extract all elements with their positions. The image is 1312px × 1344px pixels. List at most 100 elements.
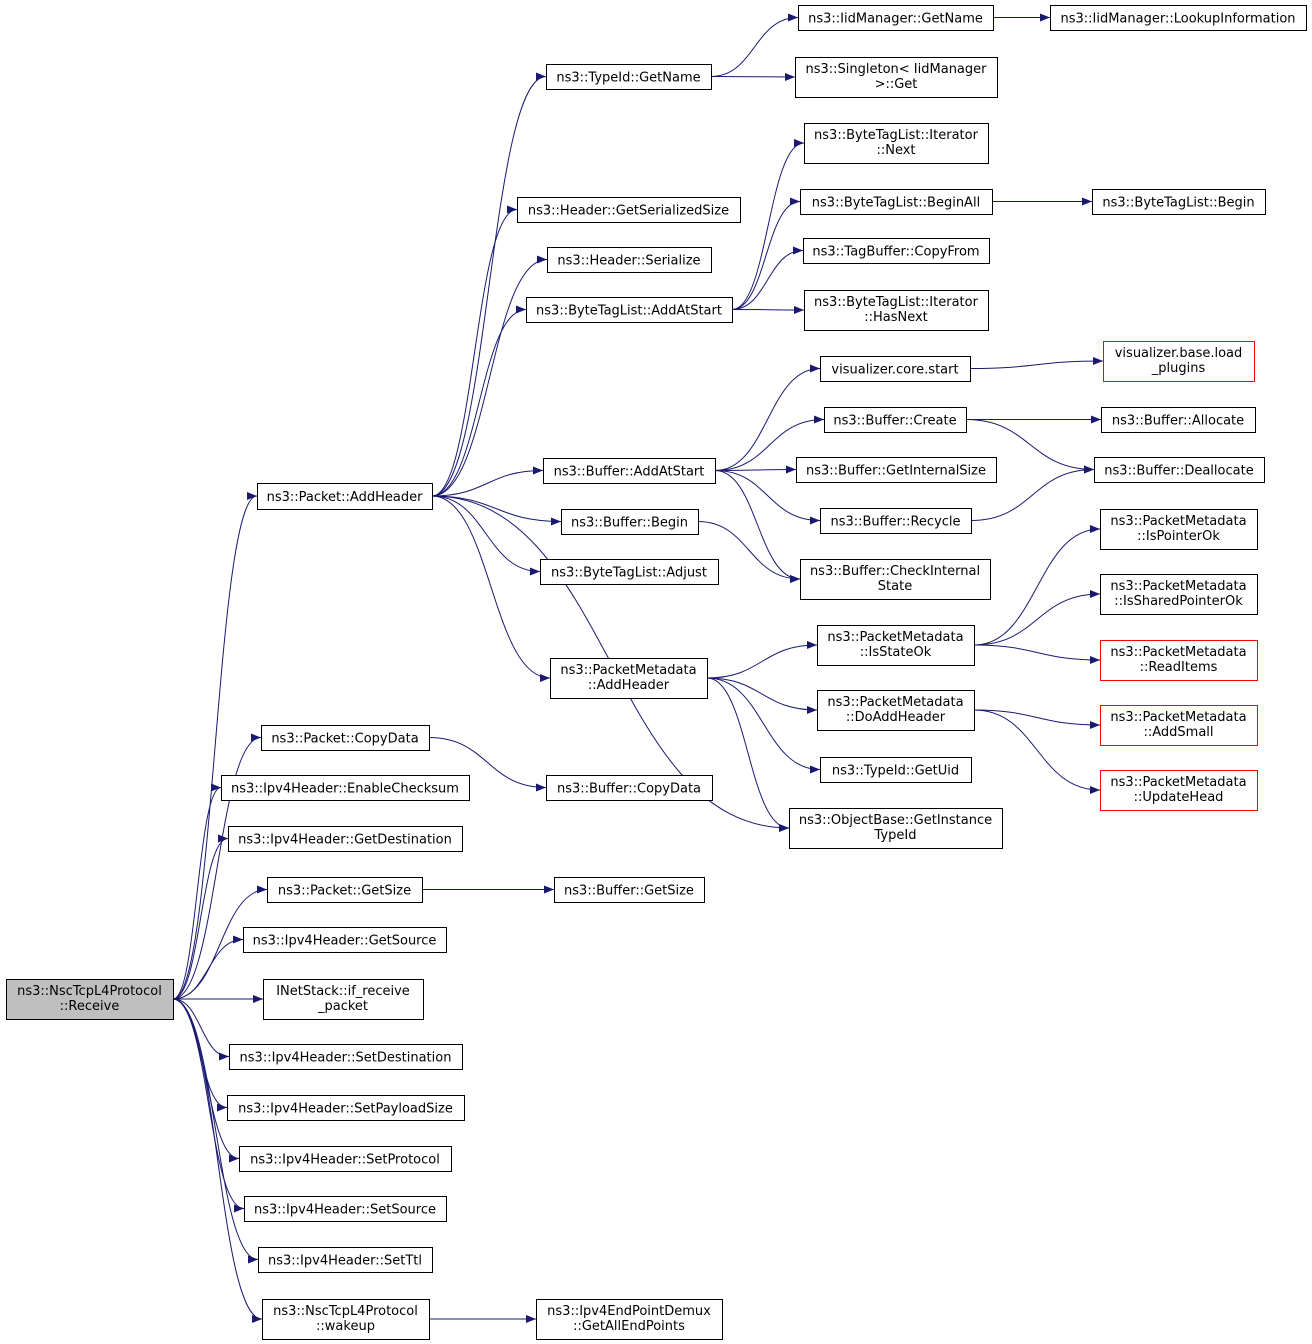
node-buffer-getsize[interactable]: ns3::Buffer::GetSize — [554, 877, 705, 903]
edge-addheader-to-getserializedsize — [431, 205, 518, 497]
node-serialize[interactable]: ns3::Header::Serialize — [547, 247, 712, 273]
node-setsource[interactable]: ns3::Ipv4Header::SetSource — [244, 1196, 447, 1222]
edge-buffer-recycle-to-deallocate — [970, 465, 1095, 521]
node-updatehead[interactable]: ns3::PacketMetadata::UpdateHead — [1100, 770, 1258, 811]
node-isstateok[interactable]: ns3::PacketMetadata::IsStateOk — [817, 625, 975, 666]
node-packetgetsize[interactable]: ns3::Packet::GetSize — [267, 877, 423, 903]
node-label: ::Next — [876, 143, 915, 158]
node-label: ns3::PacketMetadata — [827, 630, 963, 645]
node-getsource[interactable]: ns3::Ipv4Header::GetSource — [243, 927, 447, 953]
function-nodes: ns3::NscTcpL4Protocol::Receive ns3::Packe… — [6, 5, 1307, 1340]
node-label: ::AddHeader — [588, 678, 670, 693]
node-label: ::HasNext — [864, 310, 928, 325]
node-label: ::AddSmall — [1143, 725, 1213, 740]
node-label: ns3::Ipv4EndPointDemux — [547, 1304, 711, 1319]
node-label: ns3::PacketMetadata — [1110, 645, 1246, 660]
node-ifreceive[interactable]: INetStack::if_receive_packet — [263, 979, 424, 1020]
node-label: ns3::Packet::GetSize — [278, 884, 411, 899]
node-label: ns3::Header::Serialize — [557, 254, 700, 269]
node-label: ns3::Buffer::Recycle — [830, 515, 960, 530]
node-label: visualizer.base.load — [1115, 346, 1243, 361]
node-beginall[interactable]: ns3::ByteTagList::BeginAll — [800, 189, 993, 215]
edge-addatstart-tag-to-iter-next — [731, 139, 805, 310]
node-label: ns3::ByteTagList::Iterator — [814, 295, 979, 310]
edge-viz-start-to-loadplugins — [969, 357, 1104, 369]
node-iid-getname[interactable]: ns3::IidManager::GetName — [798, 5, 994, 31]
edge-receive-to-copydata — [172, 733, 262, 1000]
node-doaddheader[interactable]: ns3::PacketMetadata::DoAddHeader — [817, 690, 975, 731]
node-buffer-recycle[interactable]: ns3::Buffer::Recycle — [820, 508, 972, 534]
node-setdestination[interactable]: ns3::Ipv4Header::SetDestination — [229, 1044, 463, 1070]
node-iter-next[interactable]: ns3::ByteTagList::Iterator::Next — [804, 123, 989, 164]
node-label: ns3::Ipv4Header::GetDestination — [238, 833, 452, 848]
node-addatstart-tag[interactable]: ns3::ByteTagList::AddAtStart — [526, 297, 733, 323]
node-tb-copyfrom[interactable]: ns3::TagBuffer::CopyFrom — [803, 238, 990, 264]
node-enablechecksum[interactable]: ns3::Ipv4Header::EnableChecksum — [221, 775, 470, 801]
edge-isstateok-to-ispointerok — [973, 525, 1101, 646]
node-singleton-get[interactable]: ns3::Singleton< IidManager>::Get — [795, 57, 998, 98]
node-label: ns3::Ipv4Header::SetProtocol — [250, 1153, 440, 1168]
node-tag-begin[interactable]: ns3::ByteTagList::Begin — [1092, 189, 1266, 215]
node-ispointerok[interactable]: ns3::PacketMetadata::IsPointerOk — [1100, 509, 1258, 550]
node-label: ns3::Ipv4Header::SetPayloadSize — [238, 1102, 453, 1117]
node-issharedpointerok[interactable]: ns3::PacketMetadata::IsSharedPointerOk — [1100, 574, 1258, 615]
node-deallocate[interactable]: ns3::Buffer::Deallocate — [1094, 457, 1265, 483]
node-label: ns3::Singleton< IidManager — [805, 62, 987, 77]
node-label: ::wakeup — [316, 1319, 375, 1334]
node-readitems[interactable]: ns3::PacketMetadata::ReadItems — [1100, 640, 1258, 681]
node-setpayloadsize[interactable]: ns3::Ipv4Header::SetPayloadSize — [227, 1095, 465, 1121]
node-getserializedsize[interactable]: ns3::Header::GetSerializedSize — [517, 197, 741, 223]
node-label: ns3::Buffer::CheckInternal — [810, 564, 980, 579]
node-lookupinfo[interactable]: ns3::IidManager::LookupInformation — [1050, 5, 1307, 31]
edge-receive-to-setdestination — [172, 998, 230, 1061]
node-addsmall[interactable]: ns3::PacketMetadata::AddSmall — [1100, 705, 1258, 746]
node-getuid[interactable]: ns3::TypeId::GetUid — [820, 757, 972, 783]
node-label: ::GetAllEndPoints — [573, 1319, 685, 1334]
node-copydata[interactable]: ns3::Packet::CopyData — [261, 725, 430, 751]
edge-doaddheader-to-addsmall — [973, 709, 1101, 729]
node-getinternalsize[interactable]: ns3::Buffer::GetInternalSize — [796, 457, 997, 483]
node-iter-hasnext[interactable]: ns3::ByteTagList::Iterator::HasNext — [804, 290, 989, 331]
edge-addheader-to-serialize — [431, 255, 548, 497]
node-allocate[interactable]: ns3::Buffer::Allocate — [1101, 407, 1256, 433]
node-buffer-create[interactable]: ns3::Buffer::Create — [824, 407, 967, 433]
node-label: ns3::IidManager::LookupInformation — [1060, 12, 1295, 27]
edge-addheader-to-typeidgetname — [431, 72, 547, 497]
node-loadplugins[interactable]: visualizer.base.load_plugins — [1103, 341, 1255, 382]
node-buffer-addatstart[interactable]: ns3::Buffer::AddAtStart — [543, 458, 716, 484]
edge-addheader-to-adjust — [431, 495, 541, 576]
node-viz-start[interactable]: visualizer.core.start — [820, 356, 971, 382]
node-adjust[interactable]: ns3::ByteTagList::Adjust — [540, 559, 719, 585]
node-label: ns3::Buffer::GetSize — [564, 884, 694, 899]
edge-doaddheader-to-updatehead — [973, 709, 1101, 794]
node-buffer-copydata[interactable]: ns3::Buffer::CopyData — [546, 775, 713, 801]
node-label: ::IsSharedPointerOk — [1114, 594, 1243, 609]
node-label: ns3::ByteTagList::Adjust — [551, 566, 707, 581]
call-edges — [172, 13, 1104, 1323]
edge-addatstart-tag-to-tb-copyfrom — [731, 246, 804, 310]
node-label: ns3::NscTcpL4Protocol — [17, 984, 162, 999]
node-buffer-begin[interactable]: ns3::Buffer::Begin — [561, 509, 699, 535]
node-setttl[interactable]: ns3::Ipv4Header::SetTtl — [258, 1247, 433, 1273]
node-getallendpoints[interactable]: ns3::Ipv4EndPointDemux::GetAllEndPoints — [536, 1299, 723, 1340]
node-receive: ns3::NscTcpL4Protocol::Receive — [6, 979, 174, 1020]
node-label: ns3::Buffer::Begin — [571, 516, 688, 531]
node-wakeup[interactable]: ns3::NscTcpL4Protocol::wakeup — [262, 1299, 430, 1340]
node-label: ns3::ByteTagList::Iterator — [814, 128, 979, 143]
edge-receive-to-setprotocol — [172, 998, 240, 1163]
node-getdestination[interactable]: ns3::Ipv4Header::GetDestination — [228, 826, 463, 852]
node-label: _packet — [317, 999, 368, 1014]
edge-addheader-to-buffer-addatstart — [431, 466, 544, 497]
node-label: ::Receive — [60, 999, 120, 1014]
edge-receive-to-addheader — [172, 492, 258, 1000]
node-pm-addheader[interactable]: ns3::PacketMetadata::AddHeader — [550, 658, 708, 699]
node-addheader[interactable]: ns3::Packet::AddHeader — [257, 483, 433, 510]
node-label: ns3::NscTcpL4Protocol — [273, 1304, 418, 1319]
node-label: ns3::Buffer::Allocate — [1112, 414, 1244, 429]
node-label: ns3::TagBuffer::CopyFrom — [812, 245, 979, 260]
node-typeidgetname[interactable]: ns3::TypeId::GetName — [546, 64, 712, 90]
node-label: ns3::PacketMetadata — [1110, 514, 1246, 529]
node-setprotocol[interactable]: ns3::Ipv4Header::SetProtocol — [239, 1146, 452, 1172]
